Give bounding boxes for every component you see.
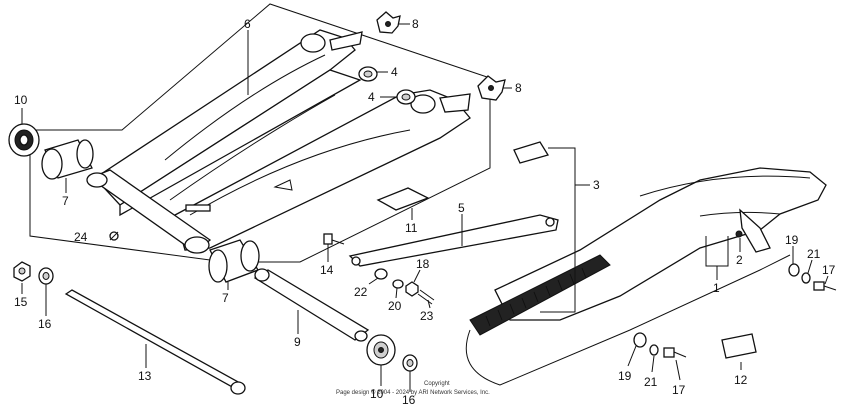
callout-10-upper: 10 bbox=[14, 93, 28, 107]
callout-19-lower: 19 bbox=[618, 369, 632, 383]
cotter-pin-23 bbox=[417, 289, 435, 305]
callout-17-upper: 17 bbox=[822, 263, 836, 277]
callout-3: 3 bbox=[593, 178, 600, 192]
callout-6: 6 bbox=[244, 17, 251, 31]
callout-10-lower: 10 bbox=[370, 387, 384, 401]
bearing-10-lower bbox=[366, 334, 396, 366]
callout-labels: 10 6 8 4 4 8 7 3 24 11 5 14 18 22 20 23 … bbox=[14, 17, 836, 407]
callout-2: 2 bbox=[736, 253, 743, 267]
callout-14: 14 bbox=[320, 263, 334, 277]
swing-arm bbox=[86, 29, 471, 254]
bushing-7-upper bbox=[41, 139, 94, 180]
callout-11: 11 bbox=[405, 221, 418, 235]
adjuster-8-lower bbox=[477, 75, 506, 101]
copyright-line-2: Page design © 2004 - 2024 by ARI Network… bbox=[336, 389, 490, 396]
washer-21-upper bbox=[801, 272, 811, 284]
collar-4-lower bbox=[396, 89, 416, 105]
callout-7-upper: 7 bbox=[62, 194, 69, 208]
adjuster-8-upper bbox=[376, 11, 401, 34]
callout-24: 24 bbox=[74, 230, 88, 244]
callout-8-upper: 8 bbox=[412, 17, 419, 31]
collar-4-upper bbox=[358, 66, 378, 82]
callout-22: 22 bbox=[354, 285, 368, 299]
callout-17-lower: 17 bbox=[672, 383, 686, 397]
callout-4-upper: 4 bbox=[391, 65, 398, 79]
copyright-line-1: Copyright bbox=[424, 381, 450, 387]
washer-22 bbox=[374, 268, 388, 280]
bolt-13 bbox=[64, 289, 246, 395]
callout-13: 13 bbox=[138, 369, 152, 383]
callout-15: 15 bbox=[14, 295, 28, 309]
decal-11 bbox=[376, 187, 430, 211]
callout-12: 12 bbox=[734, 373, 748, 387]
washer-19-upper bbox=[788, 263, 800, 277]
callout-23: 23 bbox=[420, 309, 434, 323]
callout-5: 5 bbox=[458, 201, 465, 215]
bolt-17-upper bbox=[813, 281, 837, 291]
assembly-outline bbox=[29, 3, 491, 263]
callout-4-lower: 4 bbox=[368, 90, 375, 104]
callout-21-upper: 21 bbox=[807, 247, 821, 261]
pivot-shaft-9 bbox=[253, 268, 370, 342]
callout-21-lower: 21 bbox=[644, 375, 658, 389]
callout-18: 18 bbox=[416, 257, 430, 271]
callout-1: 1 bbox=[713, 281, 720, 295]
callout-9: 9 bbox=[294, 335, 301, 349]
callout-16-left: 16 bbox=[38, 317, 52, 331]
nut-18 bbox=[405, 281, 419, 297]
decal-12 bbox=[721, 333, 757, 359]
callout-20: 20 bbox=[388, 299, 402, 313]
leader-lines bbox=[21, 23, 829, 392]
washer-19-lower bbox=[633, 332, 647, 348]
bearing-10-upper bbox=[8, 123, 40, 157]
callout-19-upper: 19 bbox=[785, 233, 799, 247]
fitting-24 bbox=[109, 231, 119, 241]
decal-3-plate bbox=[513, 141, 550, 164]
nut-15 bbox=[13, 261, 31, 282]
washer-16-left-hole bbox=[42, 272, 50, 280]
washer-21-lower bbox=[649, 344, 659, 356]
callout-16-right: 16 bbox=[402, 393, 416, 407]
bushing-7-lower bbox=[208, 239, 260, 283]
stay-5 bbox=[348, 214, 559, 267]
bolt-14 bbox=[323, 233, 345, 245]
washer-20 bbox=[392, 279, 404, 289]
callout-7-lower: 7 bbox=[222, 291, 229, 305]
callout-8-lower: 8 bbox=[515, 81, 522, 95]
bolt-17-lower bbox=[663, 347, 687, 358]
washer-16-right-hole bbox=[406, 359, 414, 367]
